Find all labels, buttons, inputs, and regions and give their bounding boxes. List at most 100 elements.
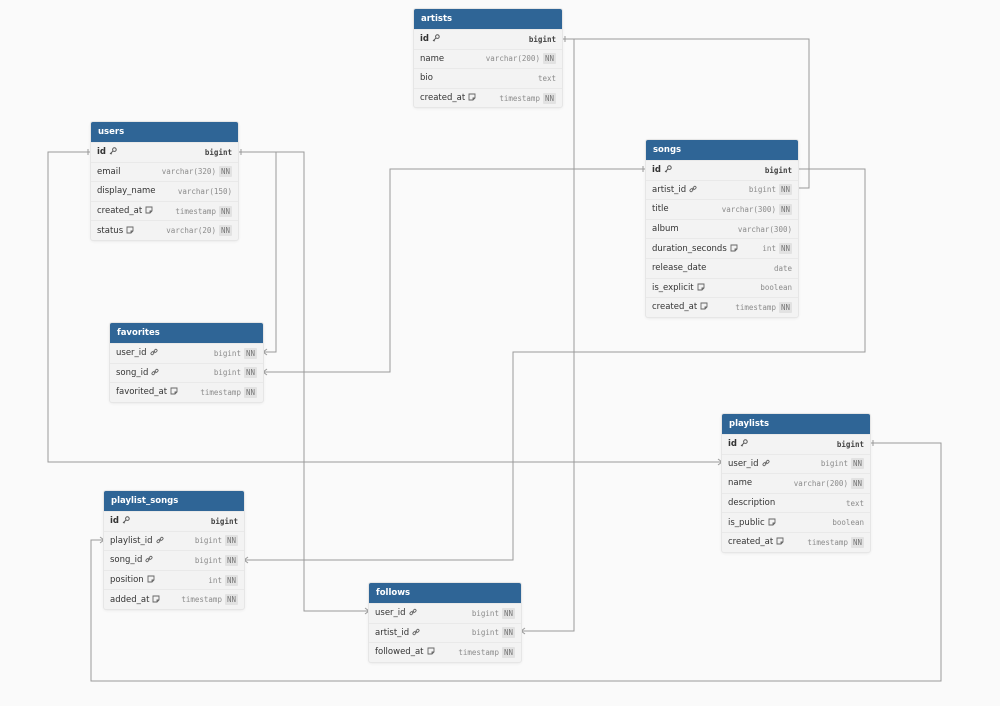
- table-header[interactable]: artists: [414, 9, 562, 29]
- column-name: id: [97, 147, 106, 158]
- column-type: bigint: [528, 34, 556, 44]
- note-icon: [145, 206, 153, 216]
- relation-follows-artist_id-to-artists-id: [521, 38, 575, 632]
- link-icon: [155, 536, 164, 546]
- column-type: timestamp: [175, 206, 216, 216]
- column-name: name: [728, 478, 753, 489]
- column-name: song_id: [110, 555, 143, 566]
- table-header[interactable]: users: [91, 122, 238, 142]
- table-header[interactable]: favorites: [110, 323, 263, 343]
- column-name: duration_seconds: [652, 243, 727, 254]
- column-name-wrap: created_at: [728, 537, 807, 547]
- not-null-badge: NN: [243, 367, 257, 379]
- column-name: playlist_id: [110, 535, 153, 546]
- column-name: id: [110, 516, 119, 527]
- column-name-wrap: release_date: [652, 263, 774, 273]
- not-null-badge: NN: [224, 535, 238, 547]
- column-name: added_at: [110, 594, 150, 605]
- column-name: album: [652, 224, 679, 235]
- column-name-wrap: favorited_at: [116, 387, 200, 397]
- column-name: is_public: [728, 517, 765, 528]
- note-icon: [697, 283, 705, 293]
- column-name: song_id: [116, 367, 149, 378]
- table-header[interactable]: songs: [646, 140, 798, 160]
- column-name-wrap: created_at: [420, 93, 499, 103]
- column-name: id: [728, 439, 737, 450]
- link-icon: [409, 608, 417, 618]
- column-name: created_at: [97, 206, 143, 217]
- note-icon: [147, 575, 155, 585]
- table-header[interactable]: playlists: [722, 414, 870, 434]
- column-type: varchar(150): [177, 186, 232, 196]
- column-type: bigint: [471, 608, 499, 618]
- column-type: bigint: [194, 555, 222, 565]
- column-name-wrap: email: [97, 167, 162, 177]
- column-row[interactable]: id bigint: [414, 29, 562, 49]
- column-name-wrap: id: [728, 439, 837, 449]
- not-null-badge: NN: [218, 205, 232, 217]
- column-row[interactable]: album varchar(300): [646, 218, 798, 239]
- column-type: bigint: [764, 165, 792, 175]
- column-type: varchar(200): [485, 54, 540, 64]
- relation-favorites-song_id-to-songs-id: [263, 168, 646, 373]
- column-name-wrap: artist_id: [375, 628, 472, 638]
- not-null-badge: NN: [542, 53, 556, 65]
- column-name-wrap: id: [97, 147, 205, 157]
- column-name: email: [97, 166, 121, 177]
- table-header[interactable]: follows: [369, 583, 521, 603]
- column-type: bigint: [210, 516, 238, 526]
- column-name: id: [420, 34, 429, 45]
- not-null-badge: NN: [778, 184, 792, 196]
- table-header[interactable]: playlist_songs: [104, 491, 244, 511]
- column-name-wrap: user_id: [728, 459, 821, 469]
- column-name: followed_at: [375, 647, 424, 658]
- column-name: bio: [420, 73, 433, 84]
- link-icon: [412, 628, 420, 638]
- column-name-wrap: id: [110, 516, 211, 526]
- note-icon: [768, 518, 776, 528]
- column-type: timestamp: [181, 595, 222, 605]
- relation-favorites-user_id-to-users-id: [238, 151, 277, 353]
- column-type: varchar(300): [737, 224, 792, 234]
- not-null-badge: NN: [542, 92, 556, 104]
- column-row[interactable]: id bigint: [104, 511, 244, 531]
